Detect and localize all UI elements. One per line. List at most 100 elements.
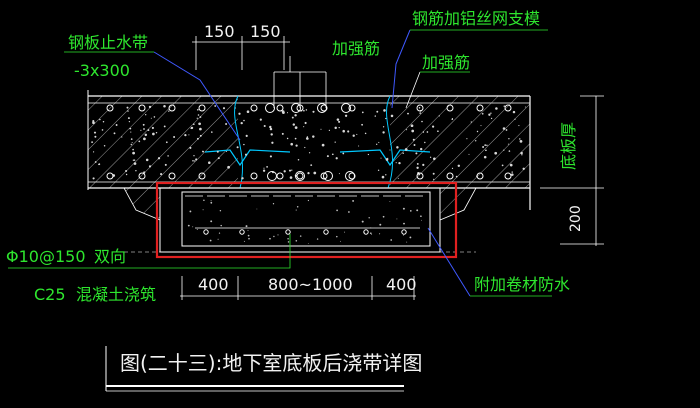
aggregate-speckle xyxy=(234,107,237,109)
aggregate-speckle xyxy=(281,110,285,113)
aggregate-speckle xyxy=(457,164,461,168)
rebar-circle xyxy=(250,104,258,112)
aggregate-speckle xyxy=(437,130,439,133)
aggregate-speckle xyxy=(92,177,95,180)
rebar-circle xyxy=(198,104,206,112)
steel-waterstop xyxy=(204,149,291,167)
aggregate-speckle xyxy=(511,173,514,176)
aggregate-speckle xyxy=(295,144,298,147)
aggregate-speckle xyxy=(397,177,399,179)
aggregate-speckle xyxy=(167,155,169,157)
aggregate-speckle xyxy=(336,209,338,212)
rebar-circle xyxy=(295,171,305,181)
rebar-circle xyxy=(203,229,209,235)
aggregate-speckle xyxy=(94,161,97,163)
aggregate-speckle xyxy=(208,161,211,164)
rebar-circle xyxy=(401,229,407,235)
aggregate-speckle xyxy=(289,176,293,179)
label-reinforcement-top: 加强筋 xyxy=(332,39,380,58)
slab-right-hatch xyxy=(390,96,530,188)
aggregate-speckle xyxy=(125,169,128,173)
rebar-circle xyxy=(168,172,176,180)
aggregate-speckle xyxy=(403,222,405,225)
aggregate-speckle xyxy=(194,160,196,162)
aggregate-speckle xyxy=(367,153,370,156)
leader-mesh-support xyxy=(391,29,411,109)
aggregate-speckle xyxy=(407,112,409,115)
rebar-circle xyxy=(265,103,275,113)
aggregate-speckle xyxy=(451,167,454,170)
aggregate-speckle xyxy=(247,234,250,237)
aggregate-speckle xyxy=(336,118,340,121)
aggregate-speckle xyxy=(385,174,387,176)
aggregate-speckle xyxy=(210,201,213,204)
aggregate-speckle xyxy=(127,117,130,120)
aggregate-speckle xyxy=(342,152,345,155)
aggregate-speckle xyxy=(163,104,166,108)
rebar-circle xyxy=(323,171,333,181)
highlight-box xyxy=(155,181,458,259)
aggregate-speckle xyxy=(416,162,419,165)
slab-middle-zone xyxy=(238,96,390,188)
aggregate-speckle xyxy=(503,105,506,107)
aggregate-speckle xyxy=(151,126,154,130)
aggregate-speckle xyxy=(304,121,307,125)
aggregate-speckle xyxy=(192,226,194,228)
aggregate-speckle xyxy=(269,237,271,240)
aggregate-speckle xyxy=(484,144,487,146)
aggregate-speckle xyxy=(385,158,389,161)
aggregate-speckle xyxy=(248,237,250,240)
rebar-circle xyxy=(446,172,454,180)
aggregate-speckle xyxy=(308,152,311,154)
rebar-circle xyxy=(504,172,512,180)
aggregate-speckle xyxy=(338,126,340,129)
aggregate-speckle xyxy=(130,138,133,140)
label-mesh-support: 钢筋加铝丝网支模 xyxy=(412,9,540,28)
aggregate-speckle xyxy=(187,224,190,227)
aggregate-speckle xyxy=(283,170,286,173)
aggregate-speckle xyxy=(216,150,219,153)
aggregate-speckle xyxy=(379,233,381,235)
rebar-circle xyxy=(317,103,327,113)
aggregate-speckle xyxy=(270,133,273,136)
aggregate-speckle xyxy=(320,128,322,130)
right-dim-depth: 200 xyxy=(568,205,584,232)
aggregate-speckle xyxy=(466,138,468,140)
aggregate-speckle xyxy=(470,121,472,123)
aggregate-speckle xyxy=(404,148,408,151)
aggregate-speckle xyxy=(356,133,358,135)
aggregate-speckle xyxy=(413,144,416,146)
aggregate-speckle xyxy=(406,129,408,131)
label-extra-waterproof: 附加卷材防水 xyxy=(474,275,570,294)
leader-rebar-spec xyxy=(8,234,291,269)
aggregate-speckle xyxy=(294,126,298,129)
aggregate-speckle xyxy=(416,209,419,212)
aggregate-speckle xyxy=(494,151,498,155)
aggregate-speckle xyxy=(415,152,418,155)
aggregate-speckle xyxy=(155,131,158,134)
aggregate-speckle xyxy=(199,134,202,137)
aggregate-speckle xyxy=(202,151,205,153)
aggregate-speckle xyxy=(269,125,272,129)
pit-outline xyxy=(159,187,441,253)
bottom-dim-middle: 800~1000 xyxy=(268,275,353,294)
rebar-circle xyxy=(285,229,291,235)
aggregate-speckle xyxy=(184,133,187,137)
aggregate-speckle xyxy=(286,137,289,140)
aggregate-speckle xyxy=(368,217,370,219)
aggregate-speckle xyxy=(313,171,317,175)
aggregate-speckle xyxy=(482,146,485,148)
rebar-circle xyxy=(276,104,284,112)
aggregate-speckle xyxy=(93,151,95,153)
right-dimension: 200 底板厚 xyxy=(540,95,604,246)
aggregate-speckle xyxy=(382,215,385,218)
aggregate-speckle xyxy=(294,137,297,140)
aggregate-speckle xyxy=(307,243,309,244)
aggregate-speckle xyxy=(113,132,116,135)
aggregate-speckle xyxy=(382,131,385,134)
aggregate-speckle xyxy=(130,131,132,133)
rebar-circle xyxy=(446,104,454,112)
aggregate-speckle xyxy=(273,235,275,238)
label-concrete-spec: C25 xyxy=(34,285,66,304)
